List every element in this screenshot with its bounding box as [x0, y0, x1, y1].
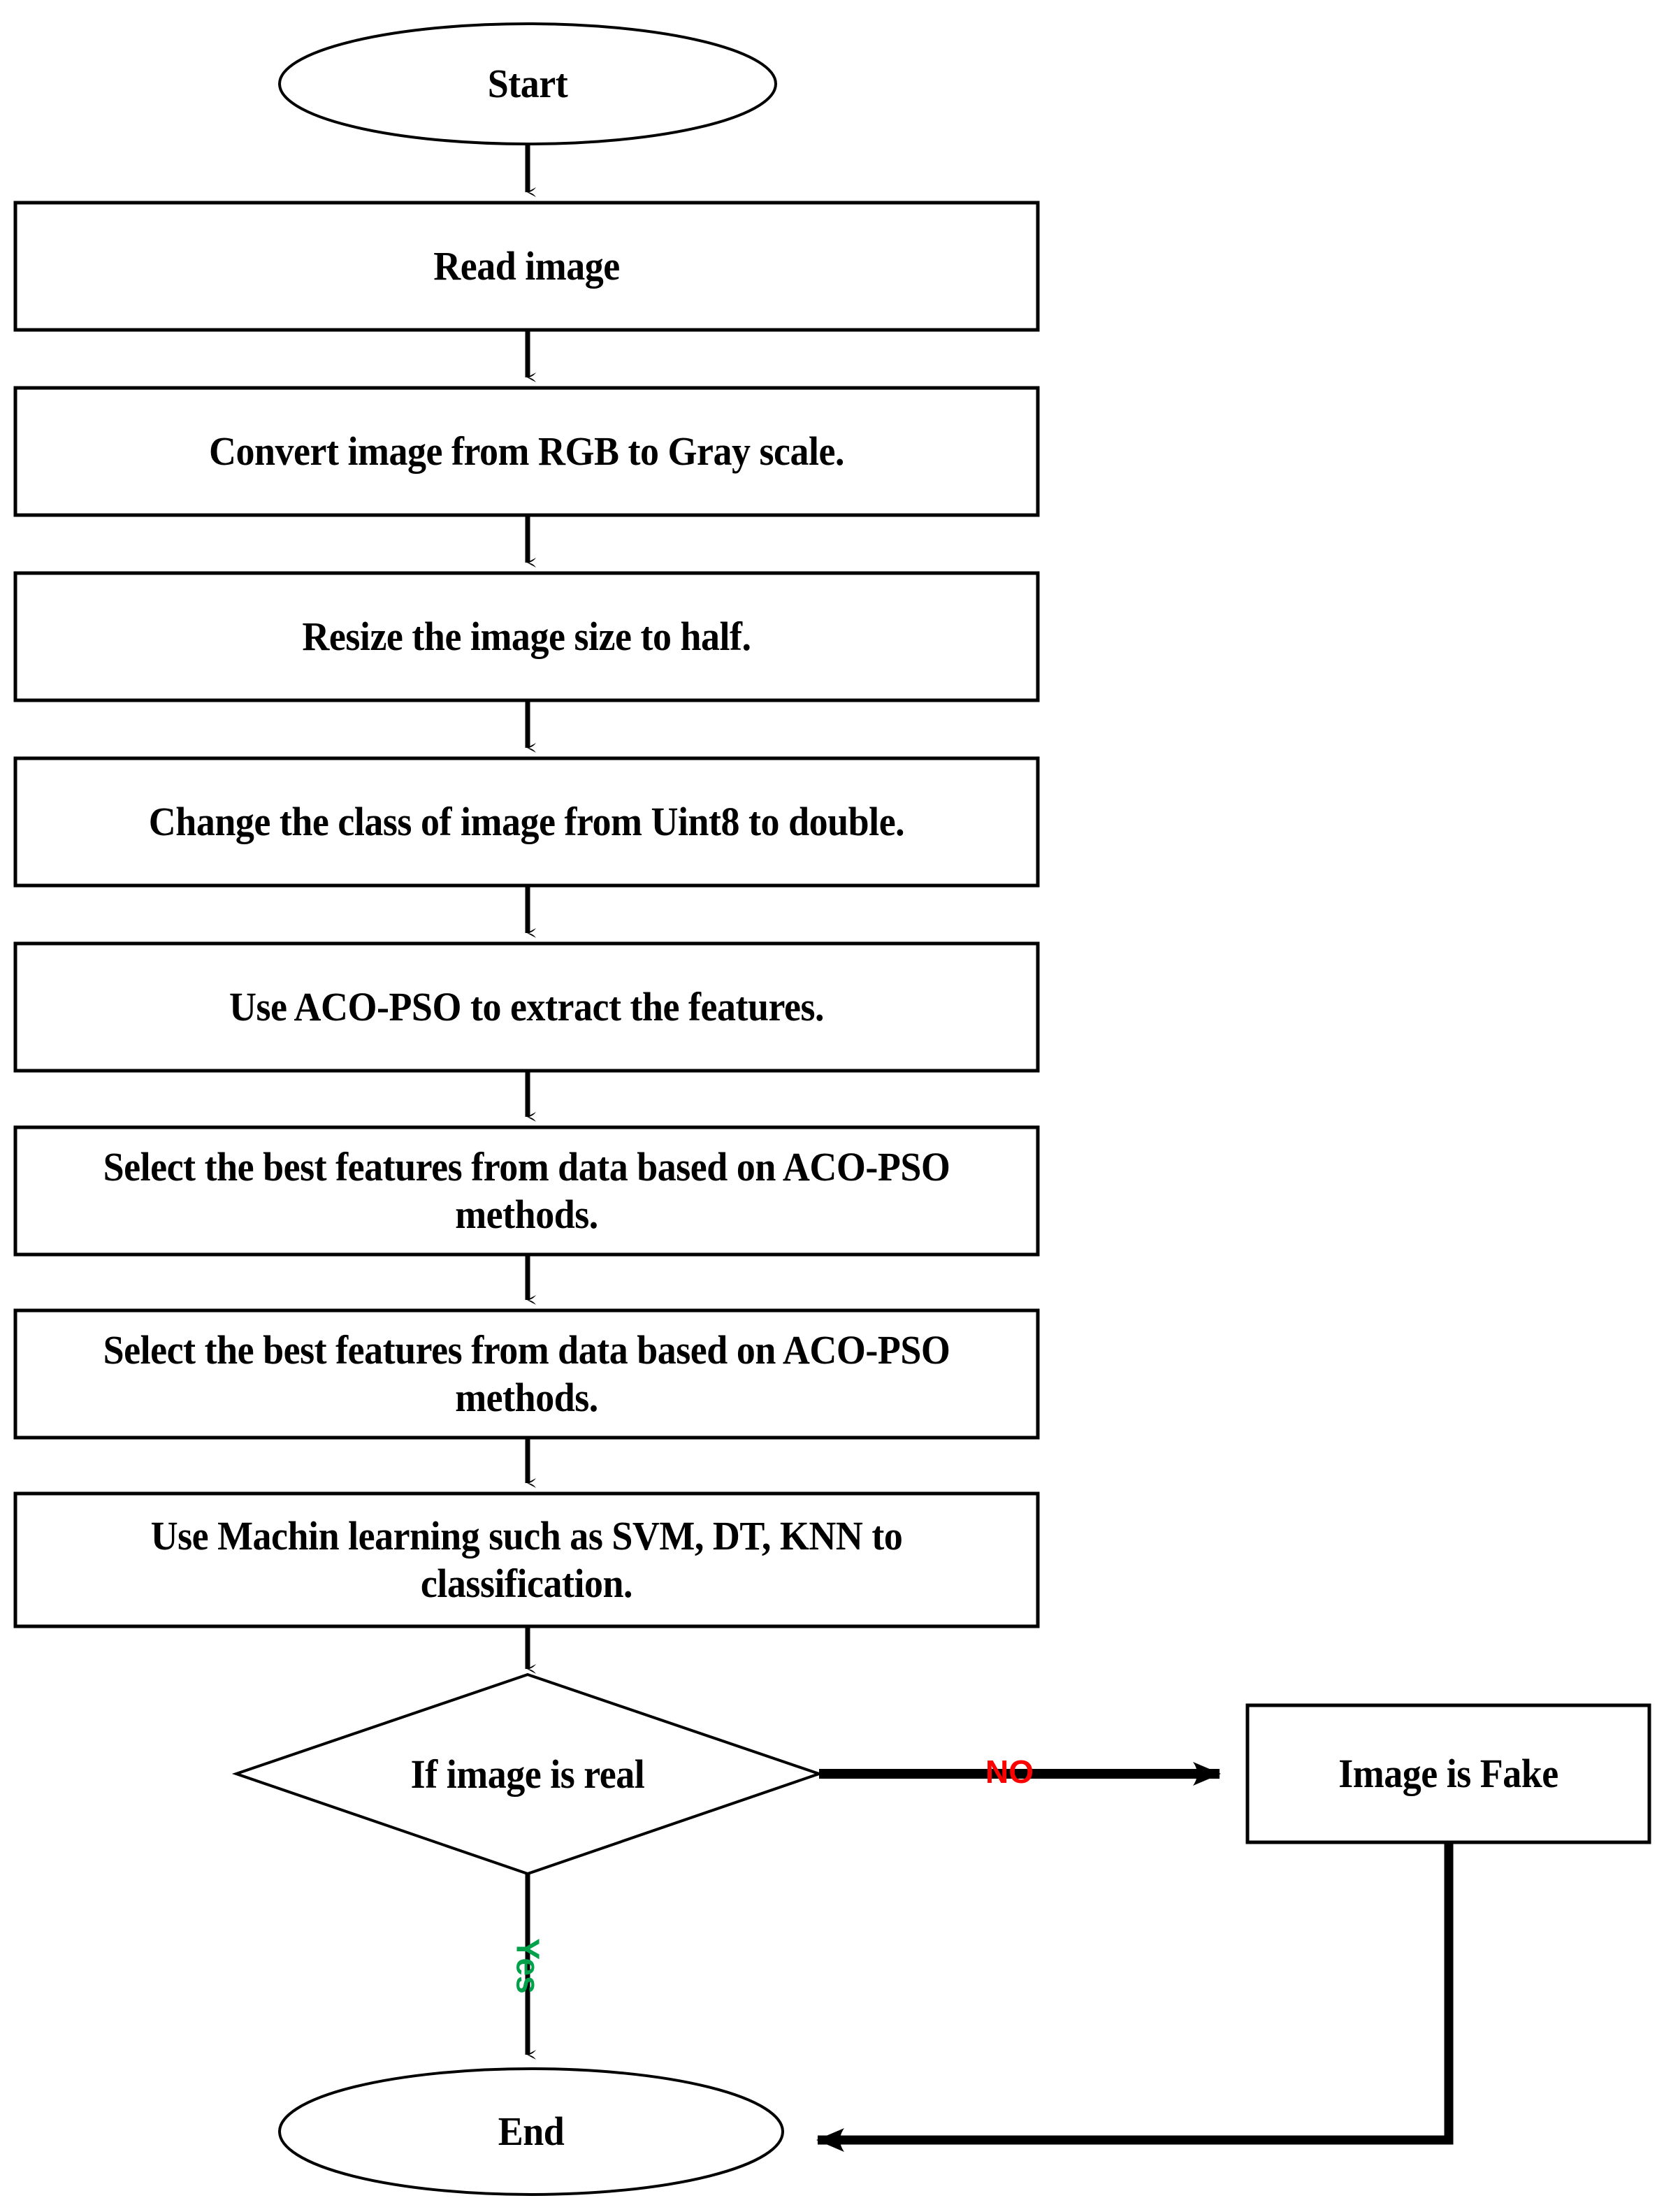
edge-label-yes: Yes: [509, 1938, 547, 1994]
node-select-features-2-shape[interactable]: [13, 1308, 1040, 1440]
node-start-shape[interactable]: [278, 22, 777, 145]
node-convert-gray-shape[interactable]: [13, 386, 1040, 517]
connector-fake-to-end: [816, 1842, 1454, 2152]
node-read-image-shape[interactable]: [13, 201, 1040, 332]
node-change-class-shape[interactable]: [13, 756, 1040, 888]
node-image-fake-shape[interactable]: [1245, 1703, 1651, 1844]
edge-label-no: NO: [985, 1754, 1034, 1790]
node-resize-half-shape[interactable]: [13, 571, 1040, 702]
node-end-shape[interactable]: [278, 2067, 784, 2196]
node-classify-shape[interactable]: [13, 1491, 1040, 1628]
node-extract-features-shape[interactable]: [13, 941, 1040, 1073]
node-select-features-1-shape[interactable]: [13, 1125, 1040, 1257]
node-decision-shape[interactable]: [231, 1672, 824, 1876]
